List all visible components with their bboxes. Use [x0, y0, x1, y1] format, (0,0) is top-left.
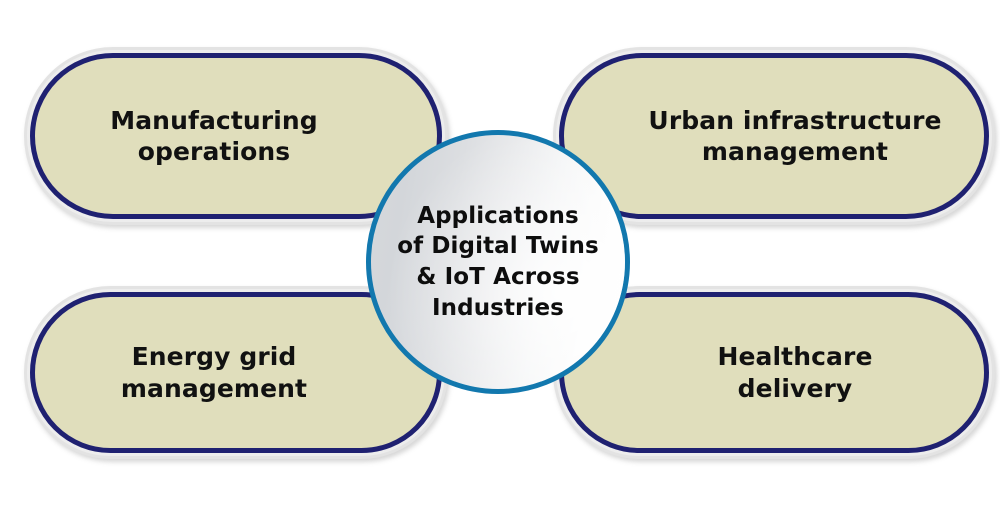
node-energy-grid-management-label: Energy grid management [120, 342, 308, 403]
node-healthcare-delivery[interactable]: Healthcare delivery [559, 292, 989, 453]
node-urban-infrastructure-management[interactable]: Urban infrastructure management [559, 53, 989, 219]
node-healthcare-delivery-label: Healthcare delivery [717, 342, 873, 403]
node-energy-grid-management[interactable]: Energy grid management [30, 292, 442, 453]
node-manufacturing-operations-label: Manufacturing operations [110, 105, 318, 167]
center-hub-label: Applications of Digital Twins & IoT Acro… [397, 202, 599, 321]
node-manufacturing-operations[interactable]: Manufacturing operations [30, 53, 442, 219]
node-urban-infrastructure-management-label: Urban infrastructure management [648, 105, 942, 167]
center-hub-circle[interactable]: Applications of Digital Twins & IoT Acro… [366, 130, 630, 394]
